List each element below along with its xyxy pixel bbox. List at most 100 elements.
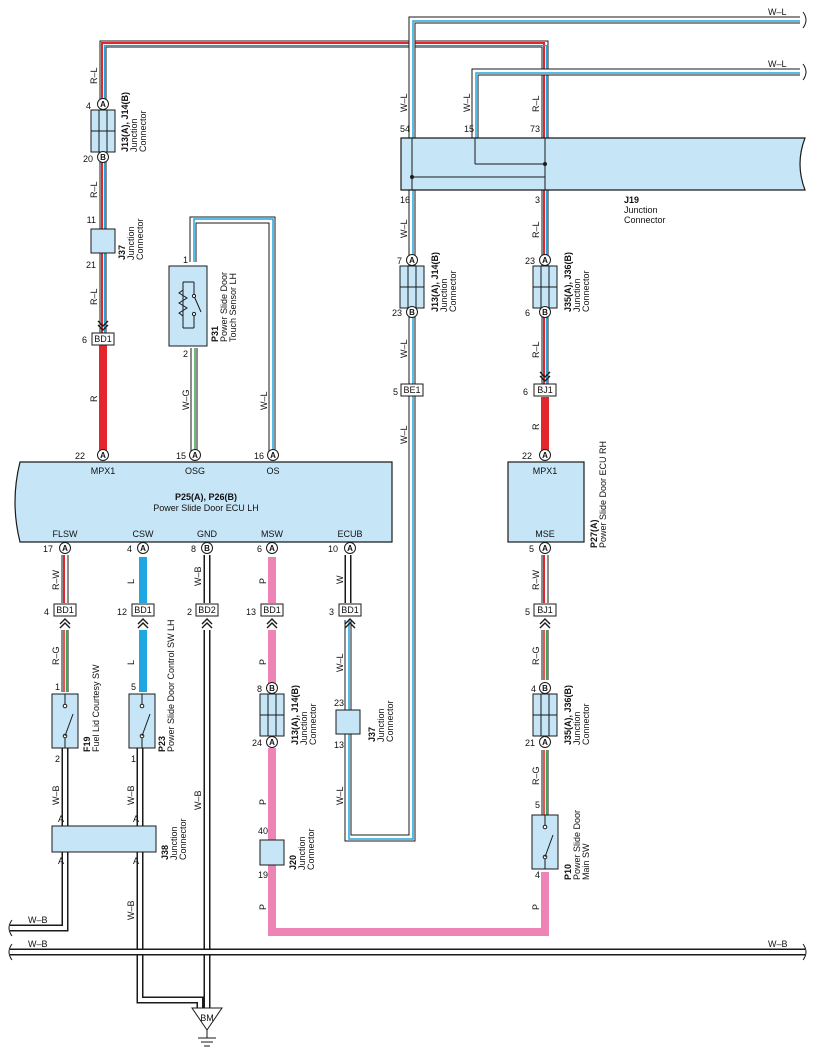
wire-label-wb-gnd: W–B (193, 566, 203, 586)
pin-p31-top: 1 (183, 255, 188, 265)
ground-label: BM (200, 1013, 214, 1023)
circle-j35t-top: A (539, 254, 551, 266)
tag-bd1-left: BD1 (91, 320, 115, 346)
pin-j13l-top: 4 (86, 101, 91, 111)
circle-os: A (267, 449, 279, 461)
pin-bj1-bot: 5 (525, 607, 530, 617)
pin-bd1-msw: 13 (246, 607, 256, 617)
wire-label-rl-73: R–L (531, 95, 541, 112)
j19-line2: Connector (624, 215, 666, 225)
tag-bd2-gnd: BD2 (195, 603, 219, 629)
svg-text:B: B (542, 684, 548, 693)
circle-flsw: A (59, 542, 71, 554)
circle-osg: A (189, 449, 201, 461)
svg-text:A: A (347, 544, 353, 553)
j13-top-left-line2: Connector (138, 110, 148, 152)
wire-label-wl-ecub-2: W–L (335, 786, 345, 805)
pin-j35b-top: 4 (531, 684, 536, 694)
terminal-osg: OSG (185, 466, 205, 476)
terminal-rh-mse: MSE (535, 529, 555, 539)
wire-label-wl-54: W–L (399, 93, 409, 112)
terminal-mpx1: MPX1 (91, 466, 116, 476)
j35-top-line1: Junction (572, 278, 582, 312)
tag-bd1-csw: BD1 (131, 603, 155, 629)
wire-label-rl-3: R–L (89, 288, 99, 305)
svg-text:BD1: BD1 (341, 605, 359, 615)
wire-label-wg: W–G (181, 389, 191, 410)
j20-label: J20 (288, 855, 298, 870)
wire-label-r-1: R (89, 395, 99, 402)
j13-bottom-line2: Connector (308, 703, 318, 745)
j13-top-left-label: J13(A), J14(B) (120, 92, 130, 152)
wire-label-r-right: R (531, 423, 541, 430)
circle-rh-mpx1: A (539, 449, 551, 461)
pin-j37t-bot: 21 (86, 260, 96, 270)
wire-label-wl-h1: W–L (768, 7, 787, 17)
j35-top-label: J35(A), J36(B) (563, 252, 573, 312)
j19-pin-16: 16 (400, 195, 410, 205)
svg-text:BD1: BD1 (134, 605, 152, 615)
svg-text:A: A (542, 738, 548, 747)
pin-j35t-top: 23 (525, 256, 535, 266)
j13-bottom-line1: Junction (299, 711, 309, 745)
j19-junction-connector (400, 137, 806, 191)
f19-line1: Fuel Lid Courtesy SW (91, 664, 101, 752)
j13-mid-line2: Connector (448, 270, 458, 312)
tag-bj1-bot: BJ1 (533, 603, 557, 629)
wire-label-rl-right-2: R–L (531, 341, 541, 358)
circle-j13l-bot: B (97, 151, 109, 163)
svg-text:B: B (269, 684, 275, 693)
svg-text:A: A (269, 544, 275, 553)
svg-text:A: A (542, 451, 548, 460)
terminal-ecub: ECUB (337, 529, 362, 539)
pin-p23-top: 5 (131, 682, 136, 692)
pin-os: 16 (254, 451, 264, 461)
j37-top-label: J37 (117, 245, 127, 260)
svg-text:A: A (100, 100, 106, 109)
circle-mse: A (539, 542, 551, 554)
wire-label-rg-flsw: R–G (51, 646, 61, 665)
pin-j20-top: 40 (258, 826, 268, 836)
pin-j13m-bot: 23 (392, 308, 402, 318)
circle-j35t-bot: B (539, 306, 551, 318)
wire-label-wl-h2: W–L (768, 59, 787, 69)
wire-label-p-4: P (258, 904, 268, 910)
svg-text:A: A (542, 544, 548, 553)
j35-bottom-line2: Connector (581, 703, 591, 745)
pin-osg: 15 (176, 451, 186, 461)
wire-label-wl-mid-1: W–L (399, 219, 409, 238)
ecu-lh-title: P25(A), P26(B) (175, 492, 237, 502)
j37-bottom-label: J37 (367, 727, 377, 742)
pin-csw: 4 (127, 544, 132, 554)
tag-bj1-top: BJ1 (533, 371, 557, 397)
j13-top-left-block (90, 109, 116, 153)
circle-j13b-bot: A (266, 736, 278, 748)
ecu-lh-box (14, 461, 393, 543)
j20-box (259, 839, 285, 866)
wire-label-wb-2: W–B (126, 785, 136, 805)
p10-line1: Power Slide Door (572, 810, 582, 880)
ecu-rh-box (507, 461, 585, 543)
circle-mpx1: A (97, 449, 109, 461)
pin-f19-top: 1 (55, 682, 60, 692)
ecu-rh-subtitle: Power Slide Door ECU RH (598, 441, 608, 548)
j35-top-line2: Connector (581, 270, 591, 312)
tag-bd1-msw: BD1 (260, 603, 284, 629)
pin-j37b-bot: 13 (334, 740, 344, 750)
wire-label-rg-mse-1: R–G (531, 646, 541, 665)
svg-text:A: A (269, 738, 275, 747)
pin-bd1-flsw: 4 (44, 607, 49, 617)
svg-text:B: B (204, 544, 210, 553)
pin-f19-bot: 2 (55, 754, 60, 764)
j38-pin-a-4: A (133, 856, 139, 866)
svg-text:A: A (542, 256, 548, 265)
pin-bd2-gnd: 2 (187, 607, 192, 617)
p23-line1: Power Slide Door Control SW LH (166, 619, 176, 752)
circle-j35b-top: B (539, 682, 551, 694)
p31-line1: Power Slide Door (219, 272, 229, 342)
pin-j35b-bot: 21 (525, 738, 535, 748)
wire-label-wb-h2: W–B (28, 939, 48, 949)
pin-flsw: 17 (43, 544, 53, 554)
pin-gnd: 8 (191, 544, 196, 554)
wire-label-wl-mid-2: W–L (399, 339, 409, 358)
